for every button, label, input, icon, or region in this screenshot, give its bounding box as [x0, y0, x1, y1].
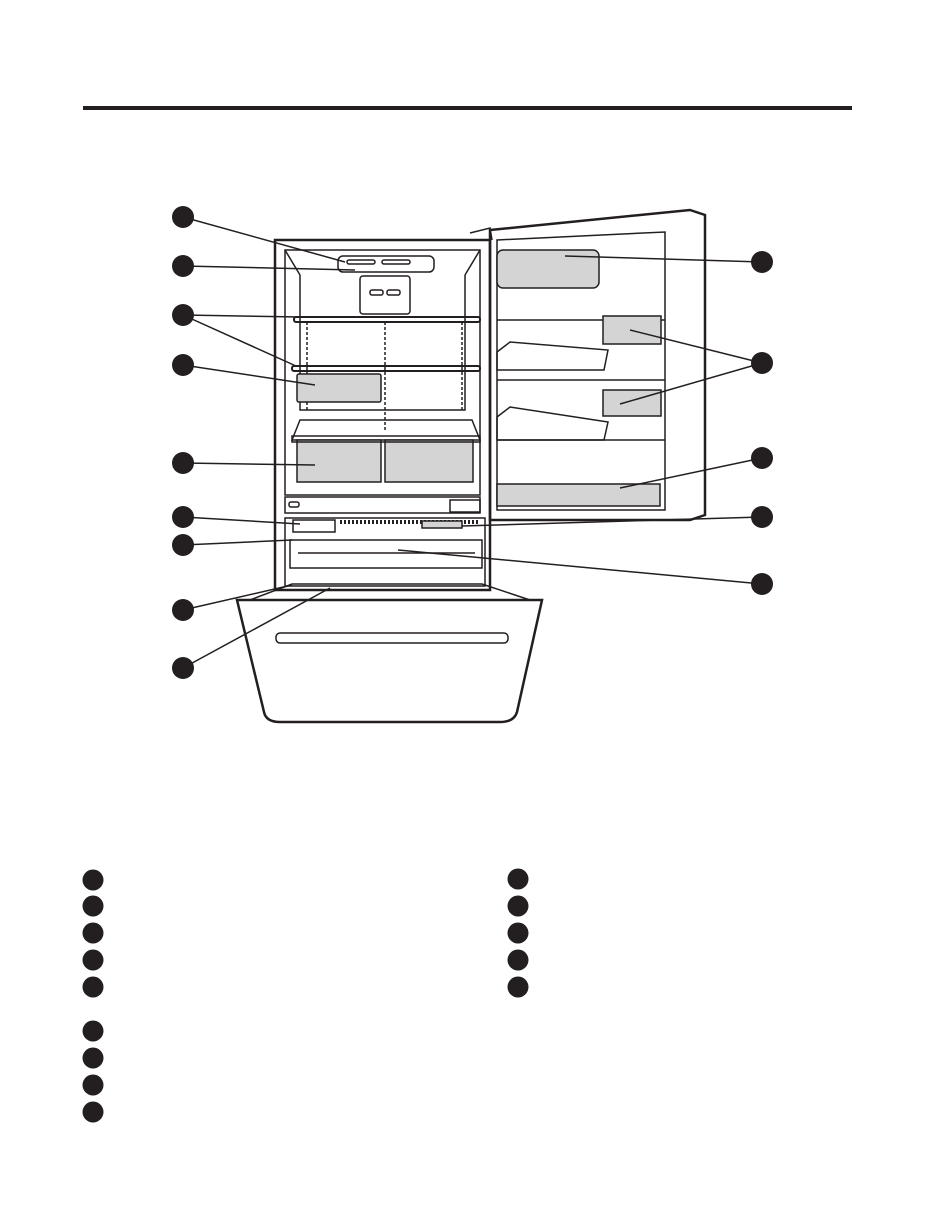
- callout-marker-right-4: [751, 506, 773, 528]
- leader-line: [182, 462, 316, 466]
- door-bin-1: [496, 341, 609, 371]
- legend-marker-left-6: [82, 1020, 104, 1042]
- control-panel: [337, 255, 435, 273]
- crisper-drawer-right: [384, 439, 474, 483]
- callout-marker-right-5: [751, 573, 773, 595]
- fresh-food-compartment: [284, 249, 481, 496]
- leader-line: [182, 587, 331, 669]
- callout-marker-right-3: [751, 447, 773, 469]
- freezer-compartment: [284, 517, 486, 587]
- callout-marker-left-3: [172, 304, 194, 326]
- callout-marker-left-2: [172, 255, 194, 277]
- header-rule: [83, 106, 852, 110]
- callout-marker-left-8: [172, 599, 194, 621]
- freezer-basket-upper: [289, 539, 483, 569]
- legend-marker-left-3: [82, 922, 104, 944]
- leader-line: [182, 314, 301, 318]
- parts-legend: [82, 868, 529, 1123]
- leader-line: [182, 516, 301, 525]
- legend-marker-right-2: [507, 895, 529, 917]
- legend-marker-left-2: [82, 895, 104, 917]
- door-bin-bottom: [496, 483, 661, 507]
- leader-line: [619, 457, 763, 489]
- door-bin-2: [496, 406, 609, 441]
- callout-marker-left-5: [172, 452, 194, 474]
- leader-line: [182, 584, 293, 611]
- leader-line: [397, 549, 763, 585]
- legend-marker-right-4: [507, 949, 529, 971]
- legend-marker-left-4: [82, 949, 104, 971]
- crisper-cover: [290, 419, 482, 441]
- legend-marker-left-1: [82, 869, 104, 891]
- callout-marker-left-1: [172, 206, 194, 228]
- callout-marker-right-1: [751, 251, 773, 273]
- callout-marker-left-7: [172, 534, 194, 556]
- legend-marker-right-3: [507, 922, 529, 944]
- leader-line: [182, 265, 356, 271]
- dairy-bin: [496, 249, 600, 289]
- leader-line: [182, 216, 346, 263]
- legend-marker-right-1: [507, 868, 529, 890]
- crisper-drawer-left: [296, 439, 382, 483]
- leader-line: [182, 539, 293, 546]
- callout-marker-left-6: [172, 506, 194, 528]
- leader-line: [461, 516, 763, 527]
- callout-markers: [172, 206, 773, 679]
- callout-leader-lines: [182, 216, 763, 669]
- snack-drawer: [296, 373, 382, 403]
- leader-line: [629, 329, 763, 364]
- callout-marker-left-9: [172, 657, 194, 679]
- freezer-handle: [275, 632, 509, 644]
- legend-marker-left-8: [82, 1074, 104, 1096]
- freezer-drawer: [235, 598, 544, 724]
- shelf-middle: [291, 365, 481, 372]
- callout-marker-right-2: [751, 352, 773, 374]
- ice-tray: [292, 519, 336, 533]
- legend-marker-left-7: [82, 1047, 104, 1069]
- leader-line: [564, 255, 763, 263]
- legend-marker-left-9: [82, 1101, 104, 1123]
- compartment-back: [299, 275, 466, 411]
- refrigerator-door: [488, 208, 707, 522]
- leader-line: [182, 314, 297, 367]
- refrigerator-illustration: [235, 208, 707, 724]
- legend-marker-left-5: [82, 976, 104, 998]
- shelf-upper: [293, 316, 481, 323]
- leader-line: [182, 364, 316, 386]
- legend-marker-right-5: [507, 976, 529, 998]
- leader-line: [619, 362, 763, 405]
- light-housing: [359, 275, 411, 315]
- callout-marker-left-4: [172, 354, 194, 376]
